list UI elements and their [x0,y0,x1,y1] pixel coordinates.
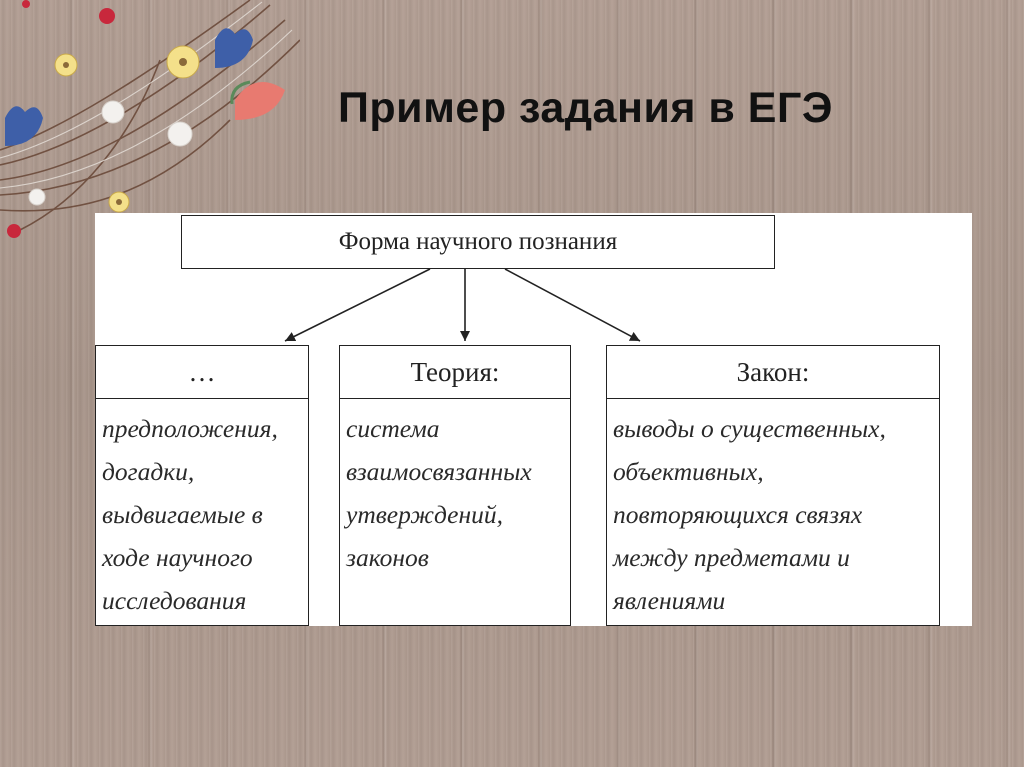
body-line: ходе научного [102,543,253,572]
body-line: законов [346,543,429,572]
column-box-blank: … предположения, догадки, выдвигаемые в … [95,345,309,626]
body-line: догадки, [102,457,195,486]
body-line: предположения, [102,414,278,443]
diagram-panel: Форма научного познания … предположения,… [95,213,972,626]
column-head: Закон: [607,346,939,399]
body-line: повторяющихся связях [613,500,863,529]
body-line: система [346,414,440,443]
body-line: взаимосвязанных [346,457,532,486]
body-line: исследования [102,586,247,615]
body-line: явлениями [613,586,726,615]
column-body: выводы о существенных, объективных, повт… [607,399,939,622]
root-box: Форма научного познания [181,215,775,269]
floral-wreath-decoration [0,0,300,238]
arrow-to-right-box [504,268,641,342]
diagram-arrows [284,268,641,342]
column-box-theory: Теория: система взаимосвязанных утвержде… [339,345,571,626]
body-line: между предметами и [613,543,850,572]
body-line: выдвигаемые в [102,500,263,529]
slide-title: Пример задания в ЕГЭ [338,84,833,132]
column-head: Теория: [340,346,570,399]
column-box-law: Закон: выводы о существенных, объективны… [606,345,940,626]
arrow-to-left-box [284,268,431,342]
body-line: объективных, [613,457,764,486]
body-line: выводы о существенных, [613,414,886,443]
column-head: … [96,346,308,399]
root-label: Форма научного познания [338,228,618,255]
body-line: утверждений, [346,500,504,529]
column-body: система взаимосвязанных утверждений, зак… [340,399,570,579]
column-body: предположения, догадки, выдвигаемые в хо… [96,399,308,622]
